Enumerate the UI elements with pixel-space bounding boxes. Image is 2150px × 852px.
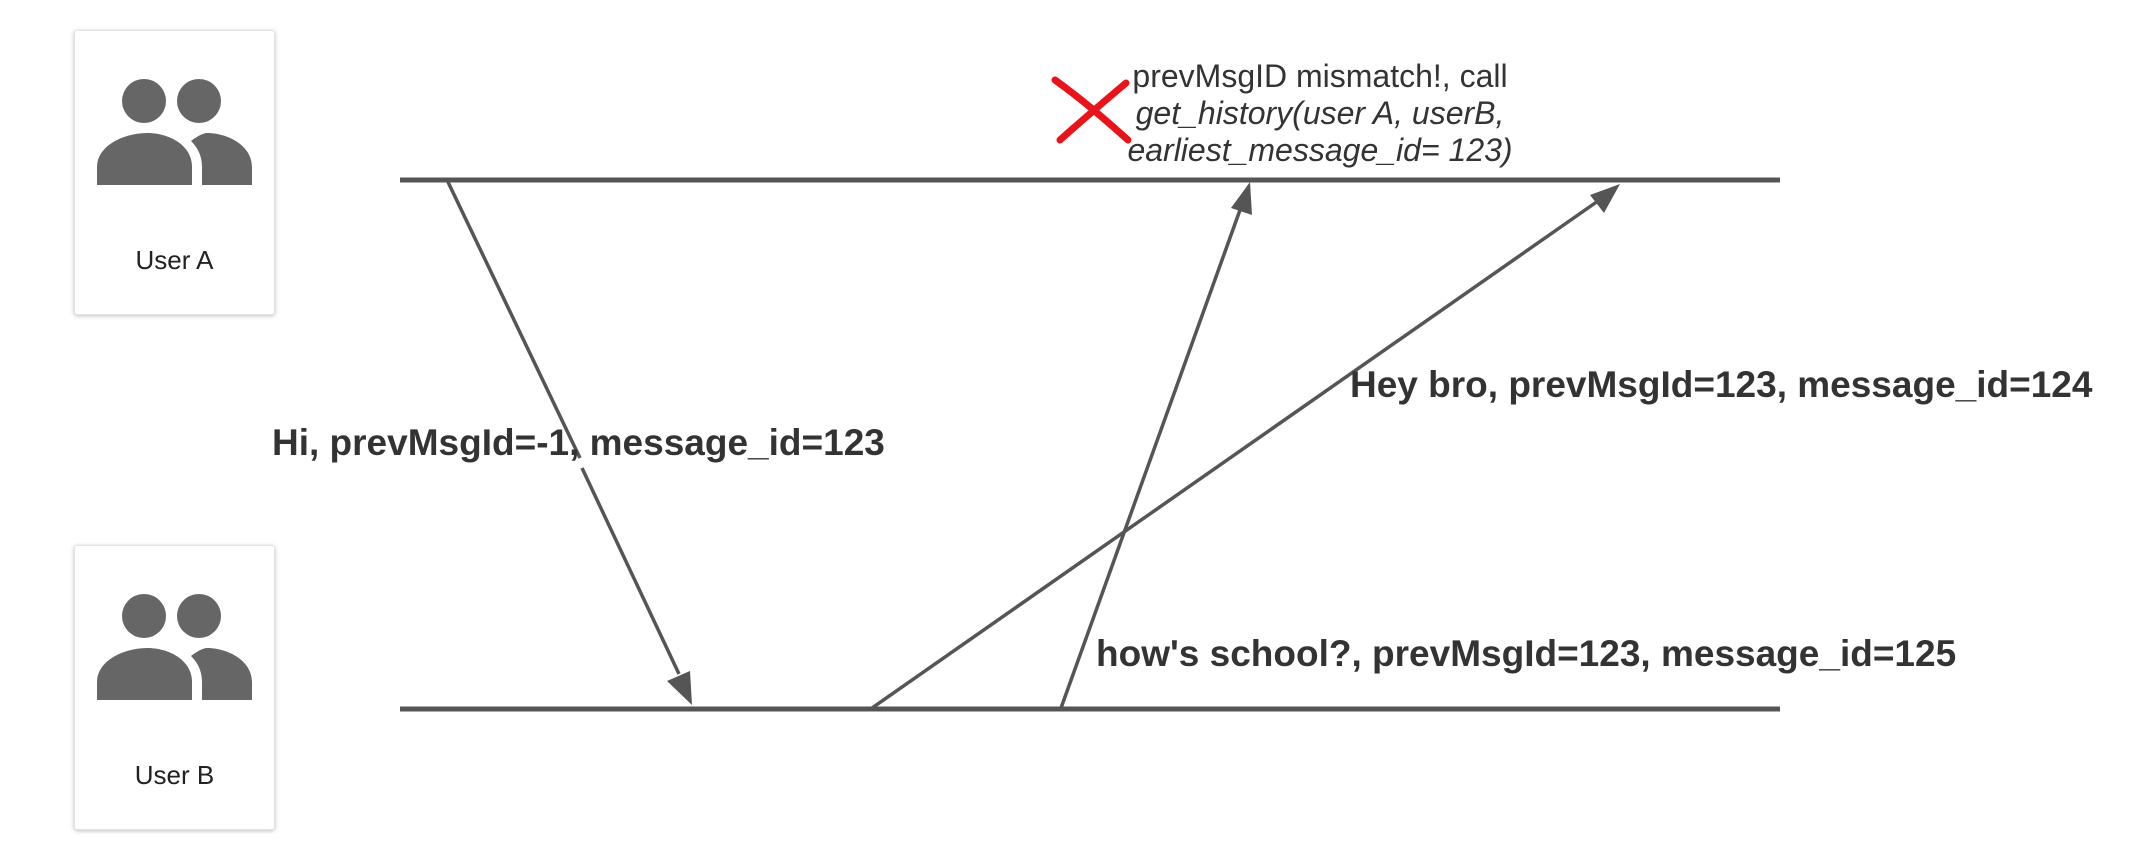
actor-card-user-b: User B [74,545,275,830]
annotation-line-1: prevMsgID mismatch!, call [1132,58,1507,94]
actor-label-user-b: User B [134,760,215,790]
annotation-line-3: earliest_message_id= 123) [1127,132,1512,168]
actor-label-user-a: User A [135,245,214,275]
arrowhead-1 [667,671,692,705]
message-arrow-2 [870,199,1600,710]
message-label-1: Hi, prevMsgId=-1, message_id=123 [272,422,885,463]
message-label-2: Hey bro, prevMsgId=123, message_id=124 [1350,364,2093,405]
arrowhead-3 [1231,182,1252,215]
message-arrow-3 [1059,209,1242,709]
annotation-line-2: get_history(user A, userB, [1136,95,1505,131]
group-icon [97,594,252,700]
message-label-3: how's school?, prevMsgId=123, message_id… [1096,633,1956,674]
actor-card-user-a: User A [74,30,275,315]
arrowhead-2 [1590,184,1620,213]
group-icon [97,79,252,185]
message-arrow-1 [580,467,681,675]
cross-icon [1051,76,1132,144]
message-arrow-1 [446,181,582,459]
